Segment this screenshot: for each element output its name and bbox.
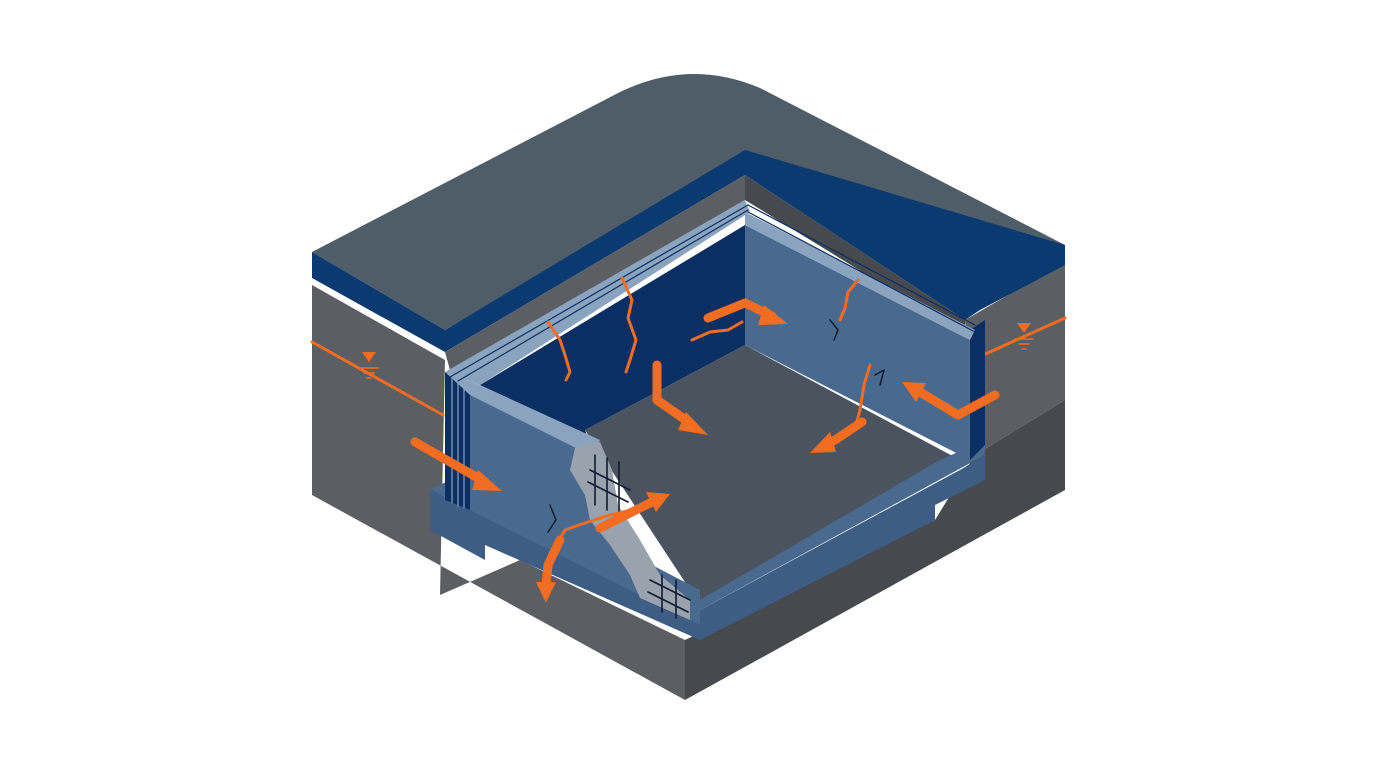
- arrow-icon: [810, 417, 867, 453]
- crack-icon: [620, 276, 638, 374]
- arrow-icon: [410, 437, 502, 491]
- crack-icon: [854, 363, 872, 427]
- arrow-icon: [652, 360, 708, 435]
- arrow-icon: [536, 535, 565, 603]
- front-wall-top: [445, 372, 600, 455]
- right-wall-face: [745, 225, 970, 460]
- water-level-triangle-icon: [1014, 323, 1034, 350]
- crack-icon: [838, 278, 860, 322]
- crust-band-back: [445, 150, 745, 352]
- crack-icon: [690, 320, 744, 342]
- front-wall-layers: [451, 375, 465, 509]
- crust-band-left: [312, 252, 445, 352]
- exposed-concrete-damage: [570, 442, 690, 620]
- excavation-back-soil: [445, 175, 745, 370]
- footing-right-face: [700, 455, 985, 640]
- right-wall-edge: [970, 320, 985, 460]
- back-wall: [480, 225, 745, 470]
- soil-top-surface: [312, 73, 1065, 330]
- crack-icon: [829, 319, 839, 341]
- crust-band-right: [745, 150, 1065, 320]
- soil-right-block: [965, 262, 1065, 455]
- crack-icon: [874, 369, 885, 386]
- basement-structure: [430, 200, 985, 640]
- right-wall-top: [745, 212, 975, 340]
- rebar-grid-icon: [587, 454, 691, 619]
- water-table-line-left: [310, 340, 445, 417]
- soil-left-side: [312, 285, 685, 700]
- footing-left-face: [430, 490, 700, 640]
- crack-icon: [546, 320, 572, 382]
- arrow-icon: [902, 382, 1000, 420]
- block-courses-back: [449, 204, 976, 382]
- arrow-icon: [703, 298, 788, 325]
- water-table: [310, 316, 1067, 417]
- footing-right-top: [700, 440, 985, 610]
- arrow-icon: [595, 492, 670, 533]
- crack-icon: [547, 504, 557, 533]
- force-arrows: [410, 298, 1000, 603]
- excavation-right-soil: [745, 175, 965, 335]
- water-level-triangle-icon: [359, 352, 379, 379]
